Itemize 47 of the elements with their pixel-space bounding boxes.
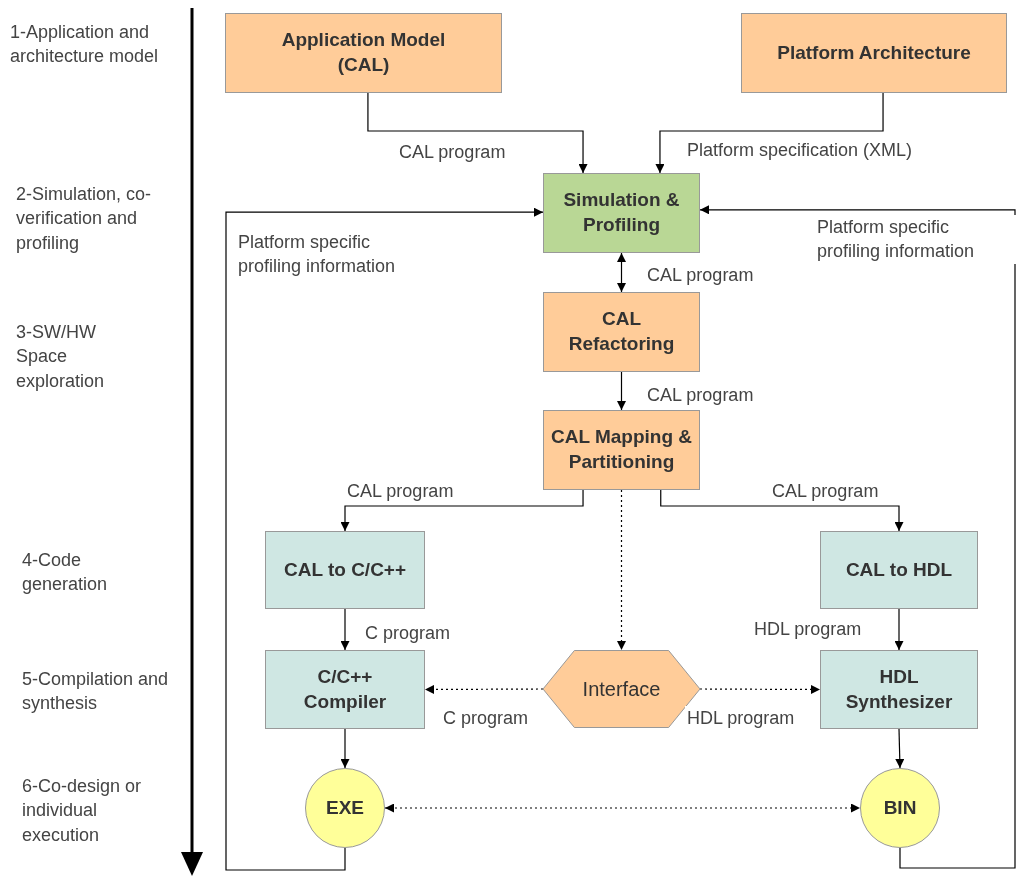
output-circle bbox=[860, 768, 940, 848]
process-box bbox=[543, 410, 700, 490]
arrow bbox=[384, 803, 861, 813]
process-box bbox=[820, 650, 978, 729]
arrow bbox=[617, 371, 626, 411]
node-label: CAL Refactoring bbox=[567, 307, 676, 356]
arrow bbox=[340, 489, 584, 532]
arrow bbox=[424, 684, 544, 694]
arrow bbox=[660, 489, 904, 532]
stage-label: 6-Co-design or individual execution bbox=[22, 775, 143, 847]
node-label: CAL to HDL bbox=[845, 557, 953, 582]
arrow bbox=[225, 207, 544, 871]
arrow bbox=[895, 728, 905, 769]
process-box bbox=[543, 173, 700, 253]
node-label: CAL to C/C++ bbox=[283, 557, 407, 582]
arrow bbox=[894, 608, 904, 651]
node-label: Simulation & Profiling bbox=[562, 188, 681, 237]
stage-label: 4-Code generation bbox=[22, 549, 109, 597]
stage-label: 5-Compilation and synthesis bbox=[22, 668, 170, 716]
arrow bbox=[699, 205, 1016, 869]
node-label: HDL Synthesizer bbox=[844, 664, 954, 714]
node-label: Platform Architecture bbox=[777, 40, 971, 65]
node-label: CAL Mapping & Partitioning bbox=[549, 425, 694, 474]
edge-label: Platform specific profiling information bbox=[815, 215, 1017, 264]
arrow bbox=[655, 92, 884, 174]
arrow bbox=[617, 489, 626, 651]
node-label: EXE bbox=[326, 795, 364, 820]
arrow bbox=[617, 252, 626, 293]
node-label: Application Model (CAL) bbox=[280, 28, 447, 77]
output-circle bbox=[305, 768, 385, 848]
stage-label: 3-SW/HW Space exploration bbox=[16, 321, 106, 393]
arrow bbox=[340, 728, 350, 769]
process-box bbox=[265, 531, 425, 609]
arrow bbox=[367, 92, 588, 174]
process-box bbox=[741, 13, 1007, 93]
stage-label: 2-Simulation, co-verification and profiling bbox=[16, 183, 153, 255]
arrow bbox=[340, 608, 350, 651]
arrow bbox=[699, 684, 821, 694]
node-label: Interface bbox=[582, 677, 661, 702]
node-label: C/C++ Compiler bbox=[302, 664, 388, 714]
stage-label: 1-Application and architecture model bbox=[10, 21, 160, 69]
edge-label: HDL program bbox=[685, 706, 797, 731]
process-box bbox=[225, 13, 502, 93]
process-box bbox=[543, 292, 700, 372]
node-label: BIN bbox=[883, 795, 917, 820]
process-box bbox=[820, 531, 978, 609]
process-box bbox=[265, 650, 425, 729]
